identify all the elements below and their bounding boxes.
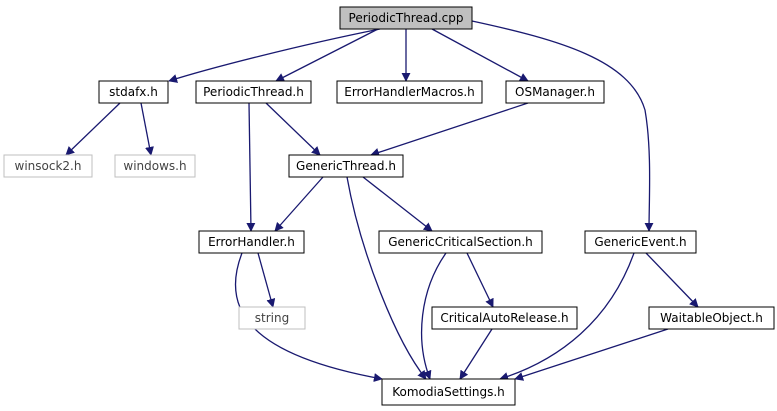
node-periodicthread_h[interactable]: PeriodicThread.h (195, 80, 312, 104)
node-box (584, 230, 697, 254)
node-winsock2_h: winsock2.h (3, 154, 93, 178)
edge-genericcriticalsection_h-to-criticalautorelease_h (466, 252, 494, 308)
node-box (336, 80, 483, 104)
node-box (98, 80, 169, 104)
node-label: stdafx.h (109, 85, 158, 99)
node-stdafx_h[interactable]: stdafx.h (98, 80, 169, 104)
edge-genericthread_h-to-komodiasettings_h (346, 176, 427, 380)
node-label: WaitableObject.h (660, 311, 763, 325)
node-criticalautorelease_h[interactable]: CriticalAutoRelease.h (431, 306, 578, 330)
node-string: string (238, 306, 306, 330)
edge-genericevent_h-to-waitableobject_h (645, 252, 699, 308)
edge-genericcriticalsection_h-to-komodiasettings_h (421, 252, 447, 380)
edge-periodicthread_cpp-to-osmanager_h (431, 28, 529, 82)
node-osmanager_h[interactable]: OSManager.h (505, 80, 605, 104)
node-box (378, 230, 543, 254)
edge-genericevent_h-to-komodiasettings_h (499, 252, 635, 381)
node-box (198, 230, 305, 254)
edge-genericthread_h-to-genericcriticalsection_h (362, 176, 433, 232)
node-periodicthread_cpp[interactable]: PeriodicThread.cpp (339, 6, 473, 30)
node-genericthread_h[interactable]: GenericThread.h (288, 154, 404, 178)
node-box (431, 306, 578, 330)
edge-periodicthread_cpp-to-stdafx_h (168, 28, 381, 83)
node-box (195, 80, 312, 104)
edge-waitableobject_h-to-komodiasettings_h (514, 328, 669, 381)
edge-periodicthread_h-to-genericthread_h (265, 102, 321, 156)
edge-osmanager_h-to-genericthread_h (370, 102, 529, 157)
node-waitableobject_h[interactable]: WaitableObject.h (648, 306, 775, 330)
edges-layer (65, 20, 699, 382)
edge-stdafx_h-to-windows_h (140, 102, 154, 156)
node-label: CriticalAutoRelease.h (440, 311, 568, 325)
edge-periodicthread_cpp-to-periodicthread_h (275, 28, 379, 82)
node-box (238, 306, 306, 330)
node-label: PeriodicThread.h (203, 85, 304, 99)
node-windows_h: windows.h (114, 154, 196, 178)
node-label: ErrorHandlerMacros.h (344, 85, 475, 99)
edge-errorhandler_h-to-string (257, 252, 276, 308)
node-label: PeriodicThread.cpp (349, 11, 464, 25)
node-label: GenericThread.h (296, 159, 396, 173)
edge-genericthread_h-to-errorhandler_h (274, 176, 324, 232)
node-label: GenericCriticalSection.h (388, 235, 533, 249)
node-box (3, 154, 93, 178)
node-genericcriticalsection_h[interactable]: GenericCriticalSection.h (378, 230, 543, 254)
edge-periodicthread_h-to-errorhandler_h (246, 102, 256, 232)
node-label: ErrorHandler.h (208, 235, 295, 249)
node-box (648, 306, 775, 330)
node-box (288, 154, 404, 178)
node-label: winsock2.h (15, 159, 82, 173)
node-box (505, 80, 605, 104)
node-label: KomodiaSettings.h (392, 385, 505, 399)
node-label: OSManager.h (515, 85, 595, 99)
edge-periodicthread_cpp-to-genericevent_h (471, 20, 654, 232)
node-box (381, 378, 516, 406)
node-komodiasettings_h[interactable]: KomodiaSettings.h (381, 378, 516, 406)
node-label: string (255, 311, 289, 325)
edge-stdafx_h-to-winsock2_h (65, 102, 121, 156)
node-label: windows.h (123, 159, 186, 173)
node-genericevent_h[interactable]: GenericEvent.h (584, 230, 697, 254)
node-label: GenericEvent.h (594, 235, 686, 249)
edge-criticalautorelease_h-to-komodiasettings_h (459, 328, 493, 380)
node-box (114, 154, 196, 178)
node-box (339, 6, 473, 30)
nodes-layer: PeriodicThread.cpp stdafx.h PeriodicThread… (3, 6, 775, 406)
node-errorhandlermacros_h[interactable]: ErrorHandlerMacros.h (336, 80, 483, 104)
node-errorhandler_h[interactable]: ErrorHandler.h (198, 230, 305, 254)
